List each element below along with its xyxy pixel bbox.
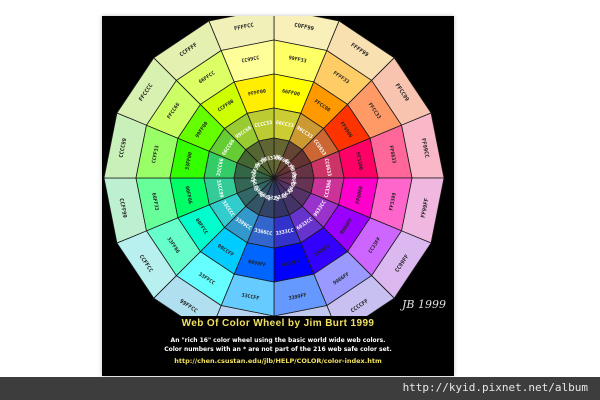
artist-signature: JB 1999 xyxy=(400,298,446,311)
wheel-label-dark-11: 666633 xyxy=(249,173,258,192)
wheel-label-dark-4: 333366 xyxy=(289,173,298,192)
wheel-label-mid-12: 33CC66 xyxy=(216,158,225,177)
wheel-label-light-0: 99FF33 xyxy=(288,55,307,64)
wheel-label-pure-3: FF3300 xyxy=(354,152,363,171)
wheel-label-dark-3: 663366 xyxy=(288,165,297,184)
wheel-label-mid-15: CCCC33 xyxy=(254,120,273,129)
wheel-label-pure-7: 0033FF xyxy=(282,259,301,268)
wheel-label-pure-8: 0099FF xyxy=(247,259,266,268)
wheel-label-light-8: 33CCFF xyxy=(241,292,260,301)
poster-title: Web Of Color Wheel by Jim Burt 1999 xyxy=(181,318,375,329)
wheel-label-dark-7: 333333 xyxy=(269,193,288,202)
watermark-bar: http://kyid.pixnet.net/album xyxy=(0,377,600,400)
wheel-cell-dark-15 xyxy=(258,137,275,179)
wheel-label-outer-3: FF99CC xyxy=(420,138,430,159)
wheel-label-pure-12: 33FF00 xyxy=(184,152,193,171)
wheel-label-outer-15: FFFFCC xyxy=(234,23,255,33)
wheel-label-mid-0: 66CC33 xyxy=(275,120,294,129)
wheel-label-light-11: 66FF33 xyxy=(150,192,159,211)
wheel-label-light-4: FF3399 xyxy=(388,192,397,211)
wheel-label-mid-11: 33CC99 xyxy=(215,179,224,198)
wheel-label-outer-12: CCCC99 xyxy=(119,138,129,159)
wheel-label-light-15: CC99CC xyxy=(241,55,260,64)
wheel-label-mid-8: 3366CC xyxy=(254,228,273,237)
wheel-label-light-3: FF6633 xyxy=(387,145,396,164)
wheel-label-light-7: 3399FF xyxy=(288,292,307,301)
wheel-label-light-12: CCFF33 xyxy=(151,145,160,164)
wheel-label-dark-0: 336633 xyxy=(268,154,287,163)
wheel-label-pure-11: 00FF66 xyxy=(183,186,192,205)
wheel-label-pure-15: FFFF00 xyxy=(248,88,267,97)
poster-url: http://chen.csustan.edu/jlb/HELP/COLOR/c… xyxy=(174,357,382,365)
wheel-label-outer-4: FF99FF xyxy=(421,198,431,219)
wheel-label-dark-15: 663333 xyxy=(261,154,280,163)
color-wheel-graphic: COFF99FFFF99FFCC99FF99CCFF99FFCC99FFCCCC… xyxy=(103,16,446,316)
wheel-label-outer-11: CCFF99 xyxy=(118,198,128,219)
wheel-label-mid-4: CC3366 xyxy=(324,179,333,198)
wheel-label-mid-3: CC6633 xyxy=(323,158,332,177)
wheel-label-dark-8: 663333 xyxy=(261,193,280,202)
wheel-label-mid-7: 3333CC xyxy=(275,228,294,237)
watermark-text: http://kyid.pixnet.net/album xyxy=(402,381,588,394)
poster-description-line-1: An "rich 16" color wheel using the basic… xyxy=(170,337,386,344)
poster-description-line-2: Color numbers with an * are not part of … xyxy=(164,346,392,353)
wheel-label-pure-0: 66FF00 xyxy=(281,88,300,97)
wheel-label-dark-12: 336666 xyxy=(250,165,259,184)
wheel-label-outer-0: COFF99 xyxy=(294,23,315,33)
wheel-label-pure-4: FF0066 xyxy=(355,186,364,205)
